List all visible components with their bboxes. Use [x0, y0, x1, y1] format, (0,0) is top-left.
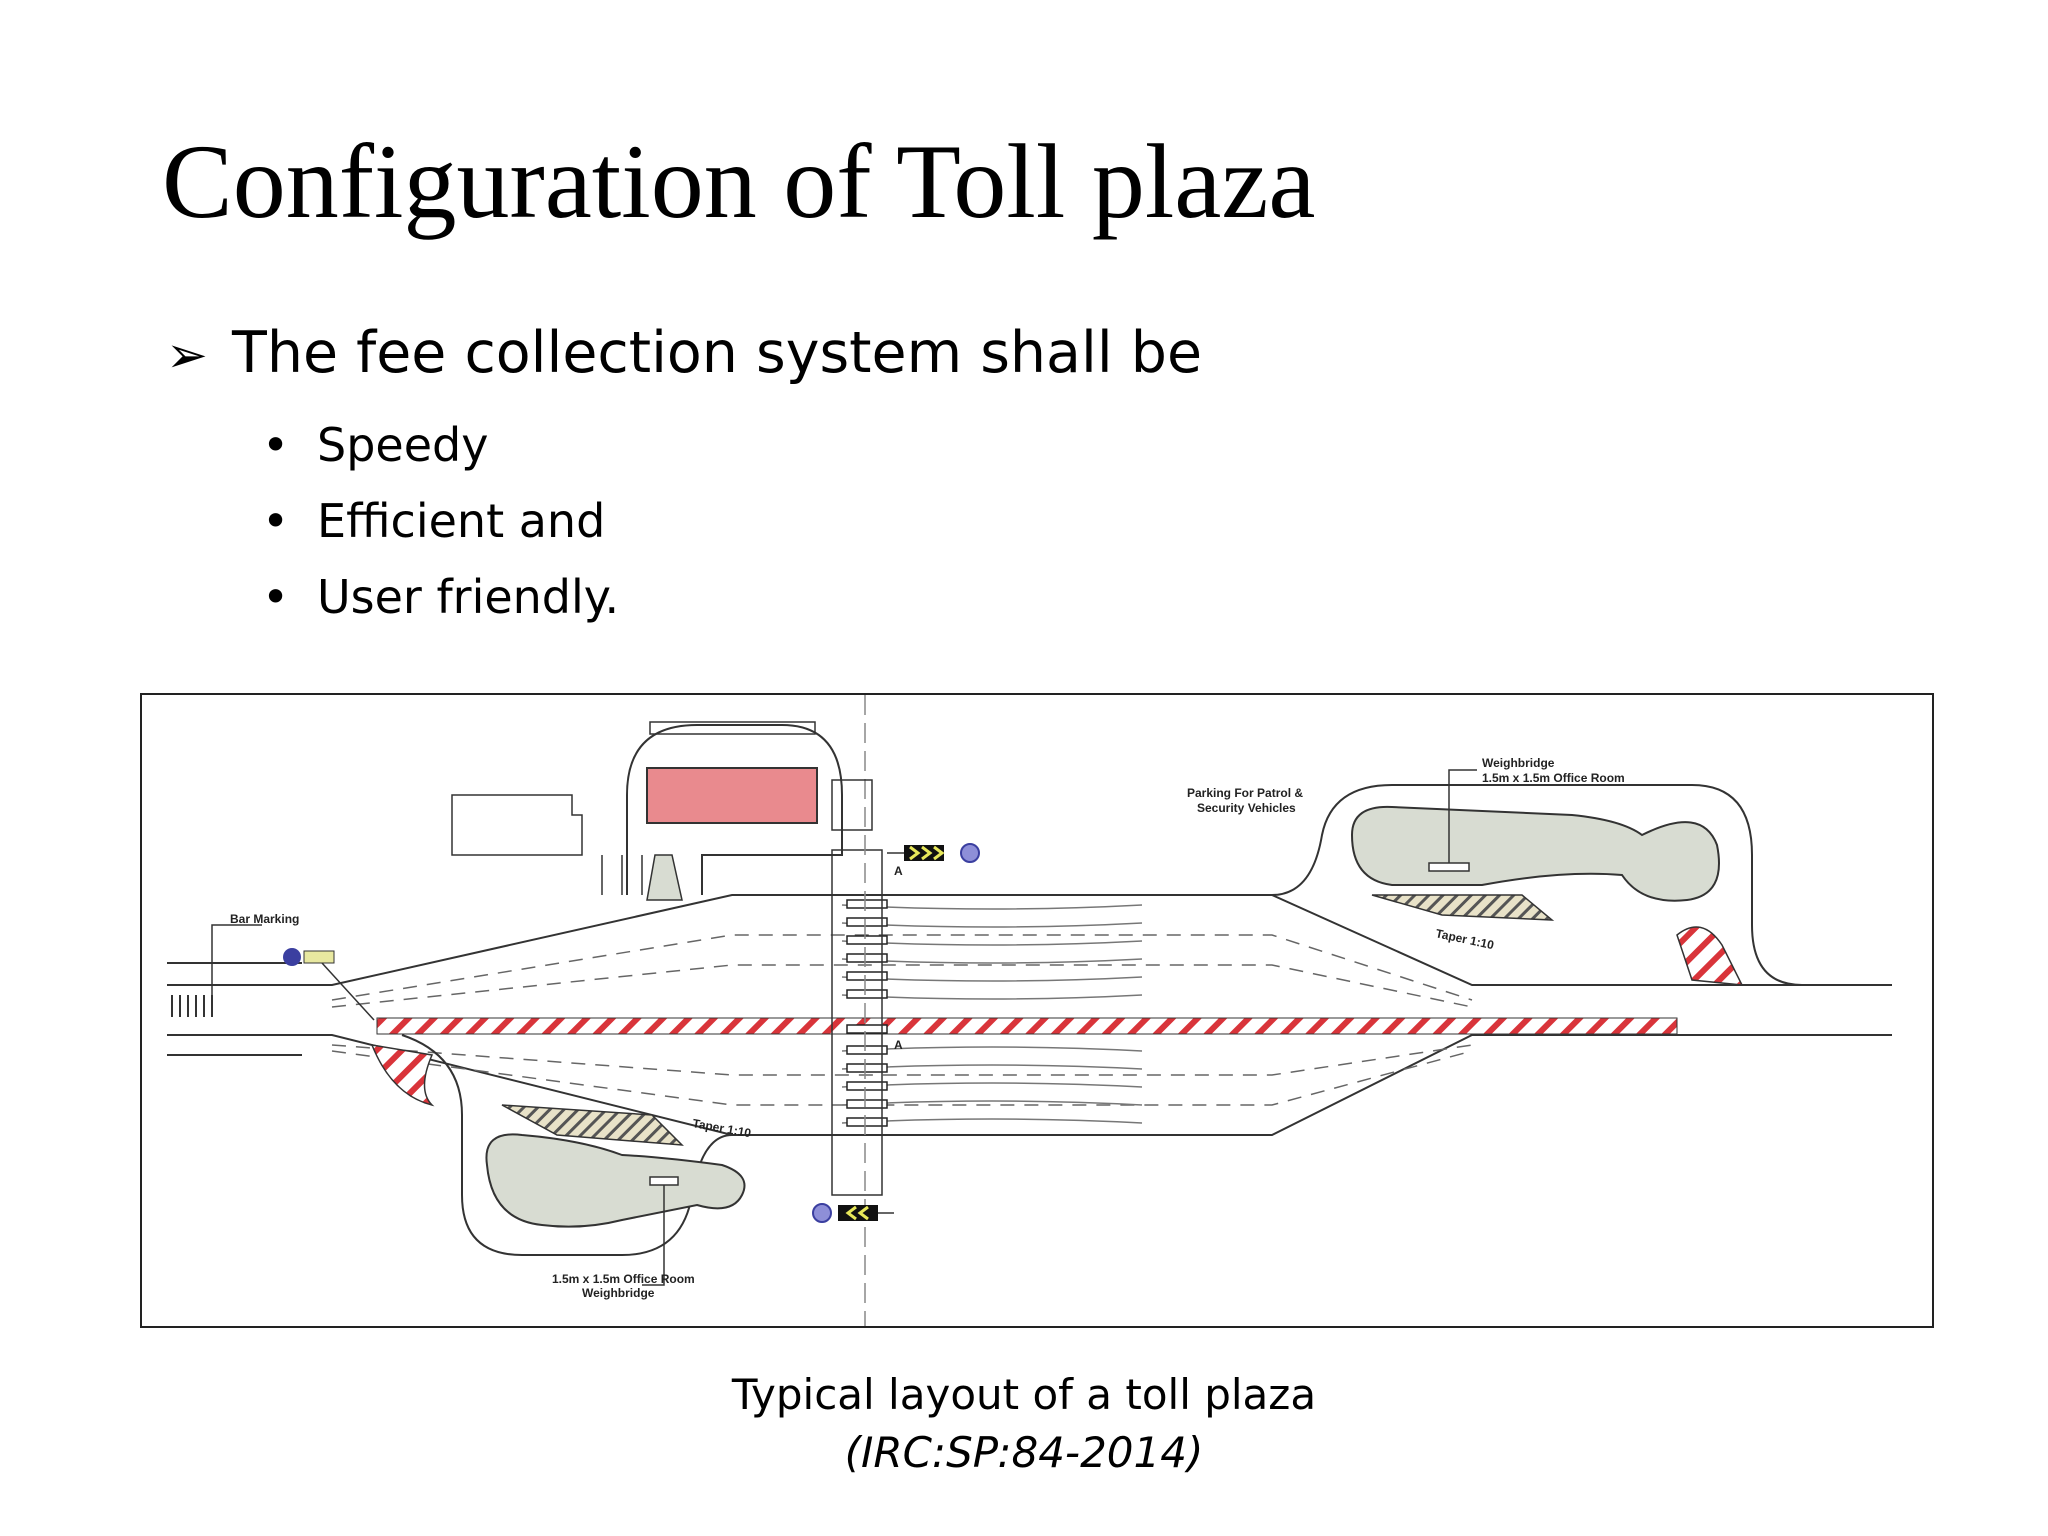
label-section-a-mid: A — [894, 1038, 903, 1052]
toll-plaza-layout-svg: Bar Marking Weighbridge 1.5m x 1.5m Offi… — [167, 695, 1892, 1326]
sign-circle-top — [960, 843, 980, 863]
weighbridge-loop-top — [1271, 784, 1803, 986]
label-office-room-top: 1.5m x 1.5m Office Room — [1482, 771, 1625, 785]
caption-text: Typical layout of a toll plaza — [731, 1370, 1317, 1419]
sign-circle-bottom — [812, 1203, 832, 1223]
admin-building — [646, 767, 818, 824]
road-outline-bottom — [167, 1034, 1892, 1136]
dot-bullet-icon: • — [262, 494, 290, 548]
sub-bullet-efficient: • Efficient and — [262, 494, 605, 548]
road-outline-top — [167, 894, 1892, 986]
toll-plaza-diagram: Bar Marking Weighbridge 1.5m x 1.5m Offi… — [140, 693, 1934, 1328]
dot-bullet-icon: • — [262, 418, 290, 472]
label-section-a-top: A — [894, 864, 903, 878]
label-parking-line2: Security Vehicles — [1197, 801, 1296, 815]
label-weighbridge-bottom: Weighbridge — [582, 1286, 655, 1300]
main-bullet-text: The fee collection system shall be — [232, 320, 1203, 386]
label-weighbridge-top: Weighbridge — [1482, 756, 1555, 770]
island-bottom-left — [485, 1133, 746, 1228]
slide-title: Configuration of Toll plaza — [162, 123, 1316, 240]
toll-booths — [846, 899, 888, 1127]
sign-chevron-left — [303, 950, 335, 964]
caption-reference: (IRC:SP:84-2014) — [844, 1428, 1204, 1477]
label-bar-marking: Bar Marking — [230, 912, 299, 926]
sub-bullet-text: User friendly. — [317, 570, 620, 624]
median-hatch — [376, 1017, 1678, 1035]
dot-bullet-icon: • — [262, 570, 290, 624]
island-top-right — [1350, 805, 1720, 902]
label-taper-top: Taper 1:10 — [1434, 926, 1495, 952]
label-parking-line1: Parking For Patrol & — [1187, 786, 1303, 800]
sub-bullet-text: Efficient and — [317, 494, 606, 548]
main-bullet: ➢ The fee collection system shall be — [166, 320, 1202, 386]
bar-marking — [171, 995, 213, 1017]
sign-circle-left — [283, 948, 301, 966]
sub-bullet-user-friendly: • User friendly. — [262, 570, 619, 624]
label-office-room-bottom: 1.5m x 1.5m Office Room — [552, 1272, 695, 1286]
sub-bullet-speedy: • Speedy — [262, 418, 488, 472]
sub-bullet-text: Speedy — [317, 418, 489, 472]
arrow-bullet-icon: ➢ — [166, 326, 208, 384]
admin-loop — [626, 724, 843, 895]
